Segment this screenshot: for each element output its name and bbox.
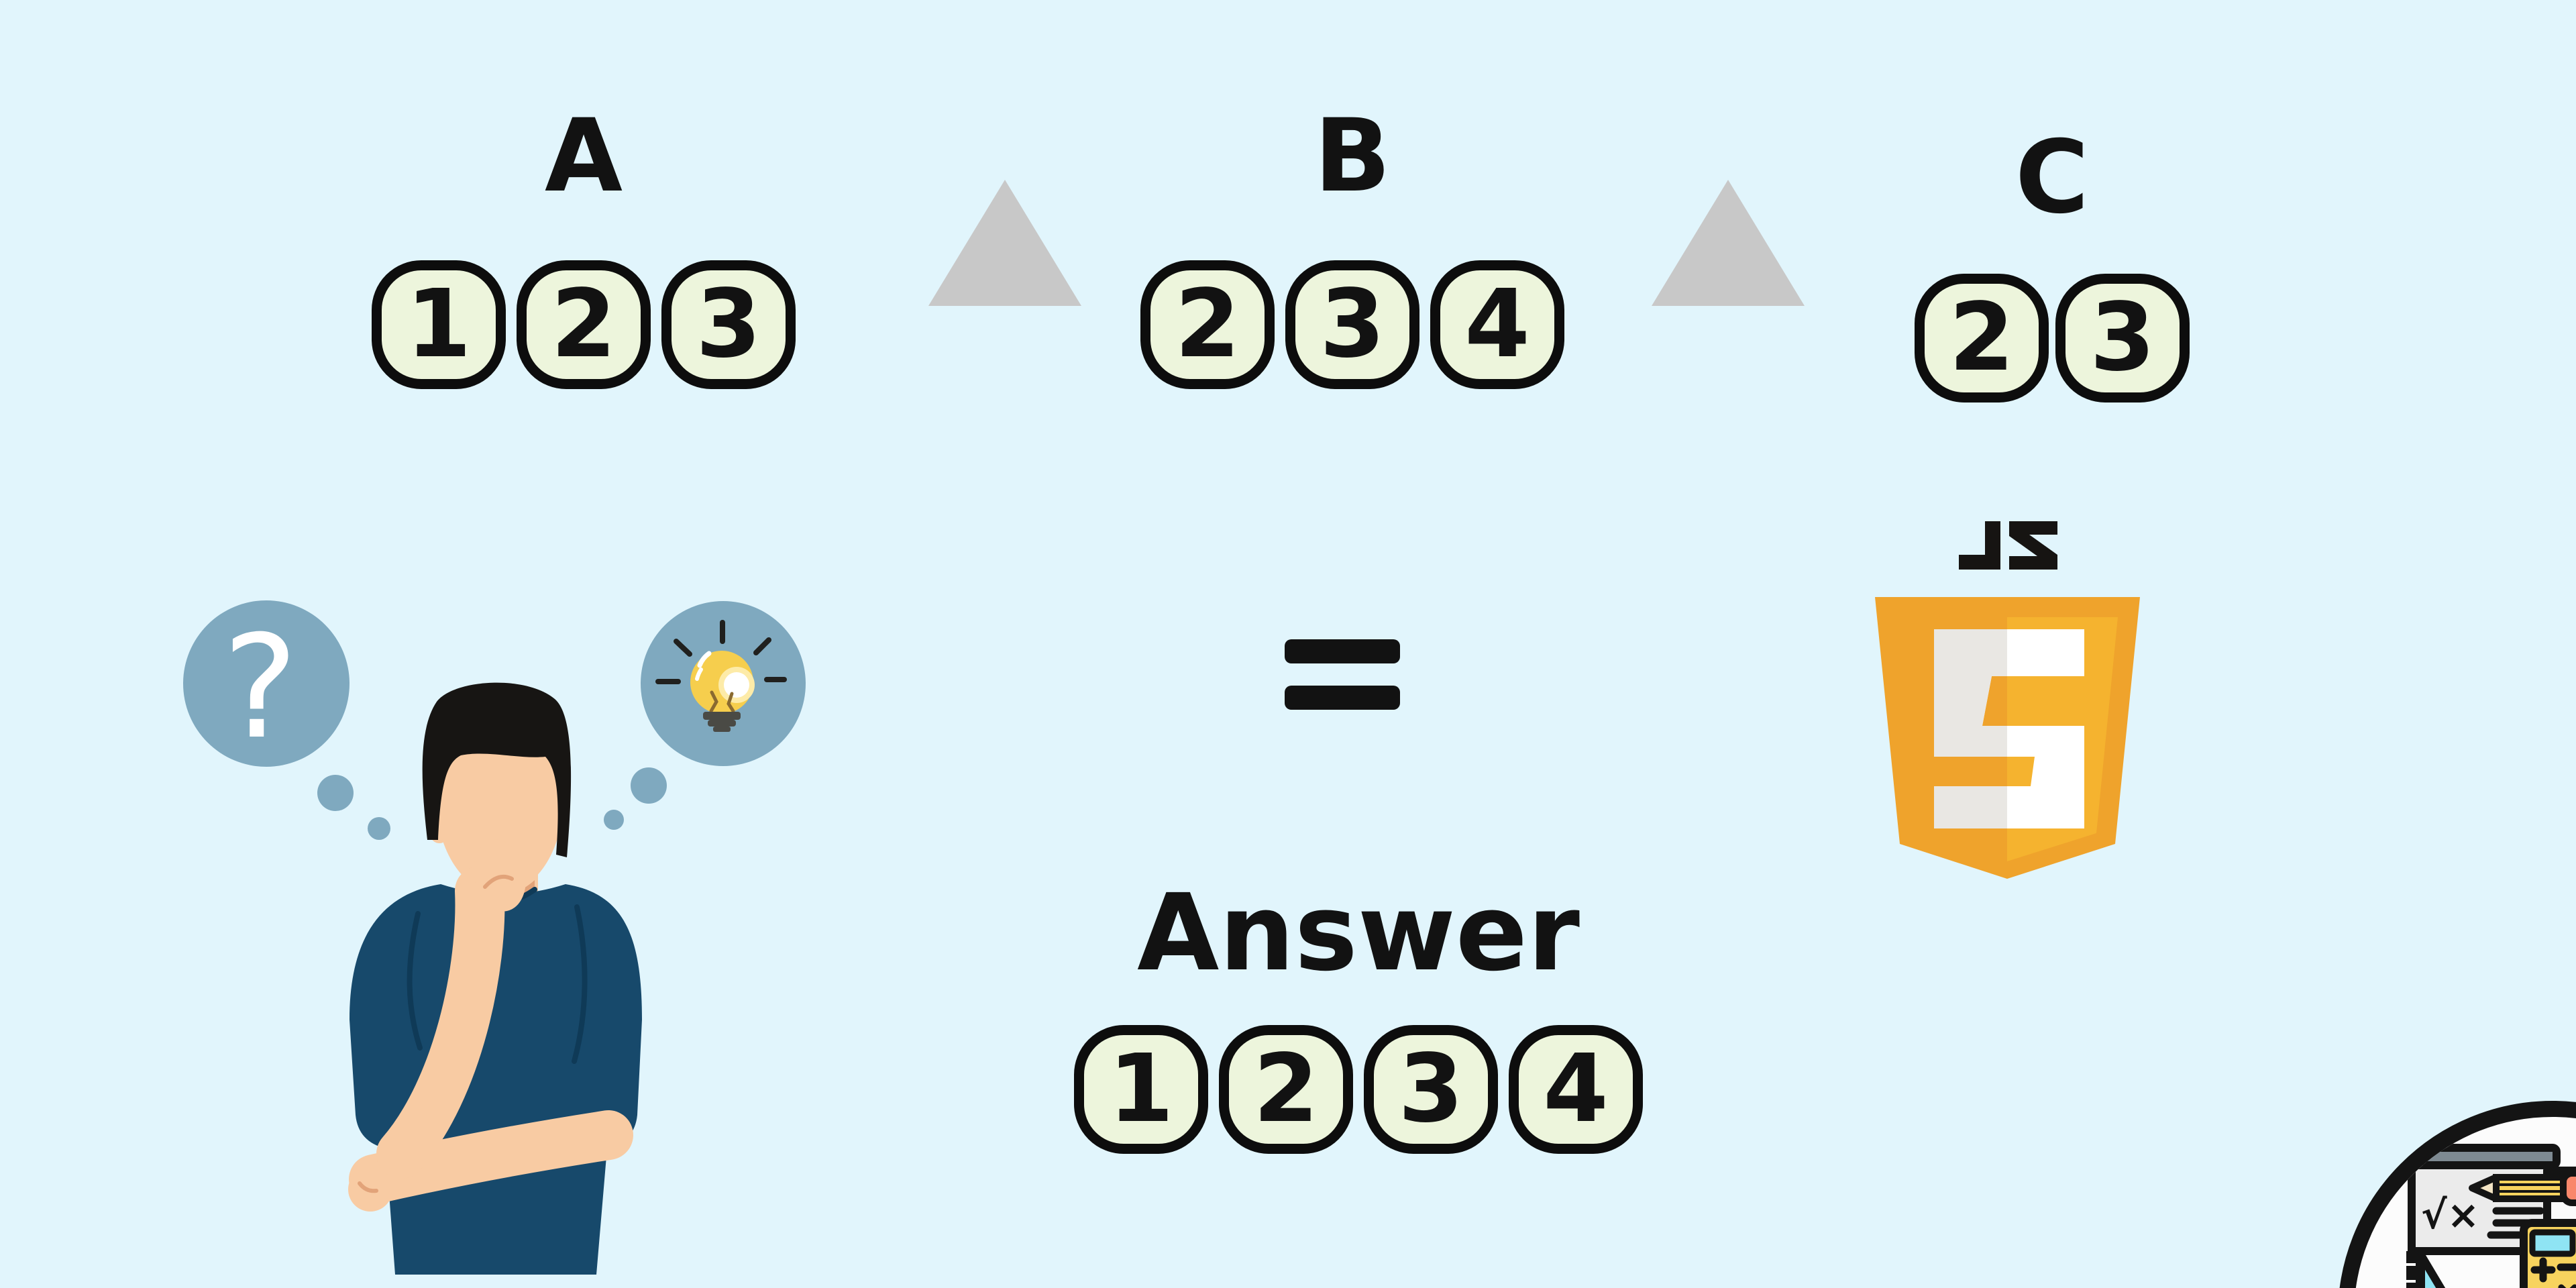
number-box: 1 bbox=[372, 260, 506, 389]
group-a-label: A bbox=[544, 98, 623, 215]
number-box: 3 bbox=[1364, 1025, 1498, 1154]
number: 2 bbox=[551, 270, 616, 379]
shirt-fold-line bbox=[407, 911, 423, 1051]
answer-section: Answer 1 2 3 4 bbox=[1074, 880, 1643, 1154]
equals-bar bbox=[1285, 686, 1400, 710]
triangle-separator-icon bbox=[928, 180, 1081, 306]
equals-bar bbox=[1285, 639, 1400, 663]
number: 3 bbox=[1398, 1034, 1464, 1144]
pencil-icon bbox=[2469, 1170, 2576, 1206]
number-box: 3 bbox=[2055, 274, 2190, 402]
number-box: 1 bbox=[1074, 1025, 1208, 1154]
thought-bubble-dot bbox=[631, 767, 667, 804]
number-box: 4 bbox=[1509, 1025, 1643, 1154]
question-thought-bubble bbox=[183, 600, 350, 767]
group-b-label: B bbox=[1313, 98, 1391, 215]
answer-number-row: 1 2 3 4 bbox=[1074, 1025, 1643, 1154]
hair bbox=[422, 682, 572, 857]
thought-bubble-dot bbox=[317, 775, 354, 811]
number: 2 bbox=[1253, 1034, 1319, 1144]
number: 3 bbox=[2090, 283, 2155, 392]
group-a: A 1 2 3 bbox=[372, 106, 796, 389]
number-box: 2 bbox=[1140, 260, 1275, 389]
sqrt-x-formula: √× bbox=[2421, 1192, 2479, 1238]
number-box: 3 bbox=[1285, 260, 1419, 389]
thought-bubble-dot bbox=[368, 817, 390, 840]
equals-sign bbox=[1285, 639, 1400, 710]
fist-detail bbox=[358, 1181, 378, 1193]
group-a-number-row: 1 2 3 bbox=[372, 260, 796, 389]
number-box: 3 bbox=[661, 260, 796, 389]
number: 2 bbox=[1175, 270, 1240, 379]
thumb-detail bbox=[483, 875, 514, 889]
js-five-glyph-shaded-half bbox=[1934, 629, 2007, 828]
triangle-separator-icon bbox=[1652, 180, 1805, 306]
set-square-icon bbox=[2406, 1251, 2446, 1288]
number-box: 2 bbox=[1915, 274, 2049, 402]
group-c: C 2 3 bbox=[1915, 127, 2190, 402]
math-tools-icon: √× bbox=[2400, 1144, 2576, 1288]
group-b-number-row: 2 3 4 bbox=[1140, 260, 1564, 389]
number: 4 bbox=[1543, 1034, 1609, 1144]
js-wordmark-mirrored bbox=[1959, 521, 2057, 570]
number: 1 bbox=[1108, 1034, 1174, 1144]
calculator-icon bbox=[2520, 1219, 2576, 1288]
answer-label: Answer bbox=[1137, 871, 1580, 995]
group-c-label: C bbox=[2015, 119, 2090, 236]
number: 2 bbox=[1949, 283, 2015, 392]
number-box: 2 bbox=[517, 260, 651, 389]
js-shield-icon bbox=[1875, 597, 2140, 879]
number: 3 bbox=[696, 270, 761, 379]
js-letter-s-mirrored bbox=[2009, 521, 2057, 570]
raised-forearm bbox=[376, 866, 505, 1179]
javascript-logo bbox=[1875, 520, 2140, 879]
shirt-fold-line bbox=[572, 904, 588, 1064]
group-b: B 2 3 4 bbox=[1140, 106, 1564, 389]
thinking-person-illustration: ? bbox=[183, 600, 806, 1275]
number: 4 bbox=[1464, 270, 1530, 379]
number-box: 2 bbox=[1219, 1025, 1353, 1154]
thought-bubble-dot bbox=[604, 810, 624, 830]
group-c-number-row: 2 3 bbox=[1915, 274, 2190, 402]
lightbulb-icon bbox=[655, 620, 787, 732]
math-tools-badge: √× bbox=[2338, 1101, 2576, 1288]
number-box: 4 bbox=[1430, 260, 1564, 389]
number: 1 bbox=[406, 270, 472, 379]
number: 3 bbox=[1320, 270, 1385, 379]
js-letter-j-mirrored bbox=[1959, 521, 2000, 570]
question-mark: ? bbox=[223, 604, 299, 770]
